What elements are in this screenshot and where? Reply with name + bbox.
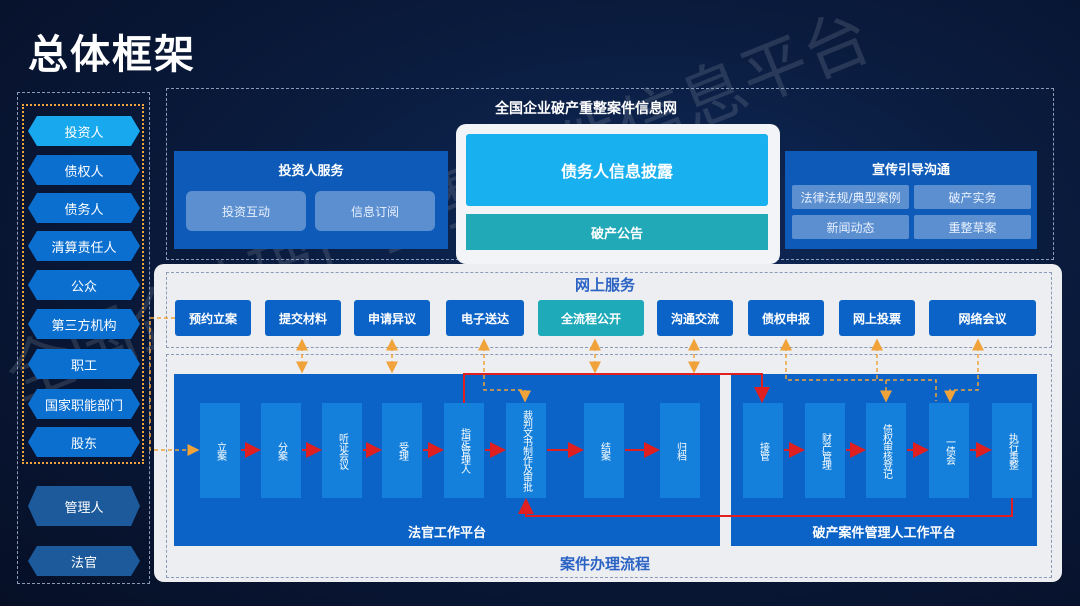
step-hearing[interactable]: 听证会议 bbox=[322, 403, 362, 498]
step-appoint-administrator[interactable]: 指定管理人 bbox=[444, 403, 484, 498]
service-link-arrows bbox=[149, 317, 984, 456]
svc-claim-declaration[interactable]: 债权申报 bbox=[748, 300, 824, 336]
admin-flow-arrows bbox=[518, 442, 1013, 517]
svc-online-vote[interactable]: 网上投票 bbox=[839, 300, 915, 336]
role-creditor[interactable]: 债权人 bbox=[28, 155, 140, 185]
svc-book-filing[interactable]: 预约立案 bbox=[175, 300, 251, 336]
role-administrator[interactable]: 管理人 bbox=[28, 486, 140, 526]
role-public[interactable]: 公众 bbox=[28, 270, 140, 300]
debtor-disclosure-button[interactable]: 债务人信息披露 bbox=[466, 134, 768, 206]
step-judgment-document[interactable]: 裁判文书制作及审批 bbox=[506, 403, 546, 498]
investor-interaction-button[interactable]: 投资互动 bbox=[186, 191, 306, 231]
roles-highlight-frame bbox=[22, 104, 144, 464]
step-claim-review[interactable]: 债权审核登记 bbox=[866, 403, 906, 498]
svc-online-meeting[interactable]: 网络会议 bbox=[929, 300, 1036, 336]
step-property-management[interactable]: 财产管理 bbox=[805, 403, 845, 498]
role-government[interactable]: 国家职能部门 bbox=[28, 389, 140, 419]
step-close-case[interactable]: 结案 bbox=[584, 403, 624, 498]
step-filing[interactable]: 立案 bbox=[200, 403, 240, 498]
step-first-creditor-meeting[interactable]: 一债会 bbox=[929, 403, 969, 498]
promo-title: 宣传引导沟通 bbox=[871, 163, 950, 178]
administrator-platform-label: 破产案件管理人工作平台 bbox=[812, 526, 956, 541]
step-archive[interactable]: 归档 bbox=[660, 403, 700, 498]
bankruptcy-notice-button[interactable]: 破产公告 bbox=[466, 214, 768, 250]
judge-flow-arrows bbox=[241, 373, 770, 458]
svc-communication[interactable]: 沟通交流 bbox=[657, 300, 733, 336]
process-frame bbox=[166, 354, 1052, 578]
laws-cases-button[interactable]: 法律法规/典型案例 bbox=[792, 185, 909, 209]
role-employee[interactable]: 职工 bbox=[28, 349, 140, 379]
role-shareholder[interactable]: 股东 bbox=[28, 427, 140, 457]
online-services-title: 网上服务 bbox=[574, 276, 635, 294]
role-debtor[interactable]: 债务人 bbox=[28, 193, 140, 223]
network-title: 全国企业破产重整案件信息网 bbox=[495, 101, 677, 117]
online-services-frame bbox=[166, 272, 1052, 348]
step-execute-restructuring[interactable]: 执行重整 bbox=[992, 403, 1032, 498]
role-investor[interactable]: 投资人 bbox=[28, 116, 140, 146]
news-button[interactable]: 新闻动态 bbox=[792, 215, 909, 239]
step-accept[interactable]: 受理 bbox=[382, 403, 422, 498]
practice-button[interactable]: 破产实务 bbox=[914, 185, 1031, 209]
investor-service-title: 投资人服务 bbox=[278, 164, 344, 179]
page-title: 总体框架 bbox=[28, 32, 196, 78]
svc-full-process-disclosure[interactable]: 全流程公开 bbox=[538, 300, 644, 336]
svc-e-delivery[interactable]: 电子送达 bbox=[446, 300, 524, 336]
svc-objection[interactable]: 申请异议 bbox=[354, 300, 430, 336]
info-subscription-button[interactable]: 信息订阅 bbox=[315, 191, 435, 231]
case-flow-title: 案件办理流程 bbox=[559, 555, 650, 573]
role-liquidator[interactable]: 清算责任人 bbox=[28, 231, 140, 261]
step-assign[interactable]: 分案 bbox=[261, 403, 301, 498]
role-judge[interactable]: 法官 bbox=[28, 546, 140, 576]
judge-platform-label: 法官工作平台 bbox=[407, 526, 486, 541]
role-third-party[interactable]: 第三方机构 bbox=[28, 309, 140, 339]
restructuring-draft-button[interactable]: 重整草案 bbox=[914, 215, 1031, 239]
step-takeover[interactable]: 接管 bbox=[743, 403, 783, 498]
svc-submit-materials[interactable]: 提交材料 bbox=[265, 300, 341, 336]
